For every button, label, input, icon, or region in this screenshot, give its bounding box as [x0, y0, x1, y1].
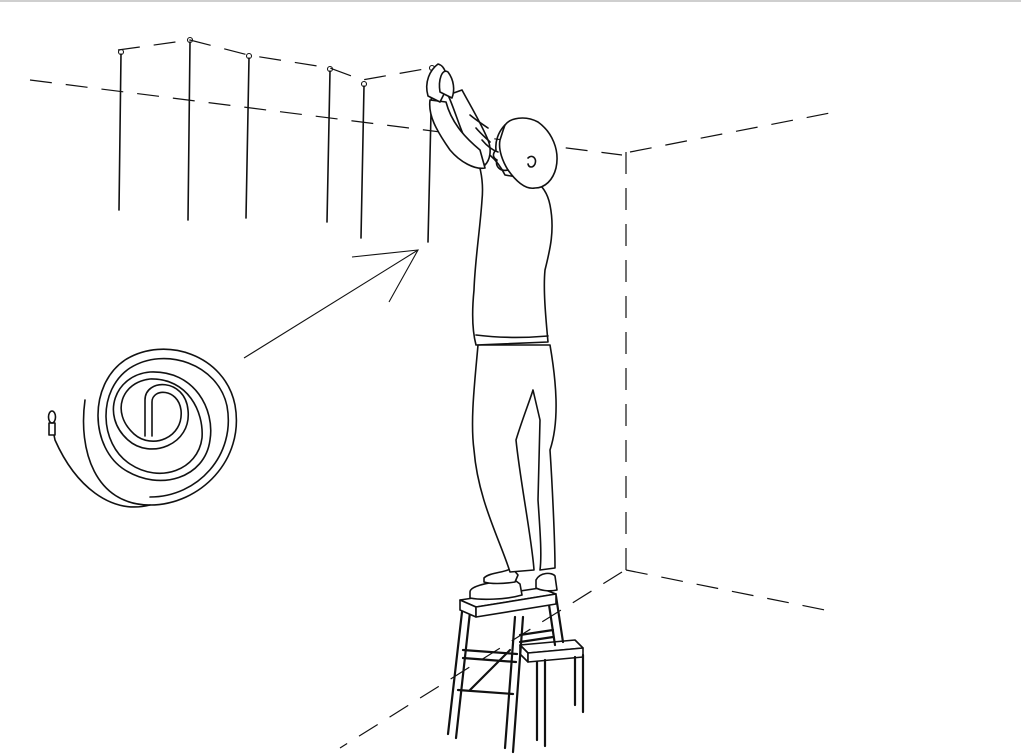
cable-ferrule	[49, 423, 55, 435]
hanging-cable	[188, 38, 193, 221]
legs	[473, 345, 557, 572]
hanging-cable	[119, 50, 124, 211]
step-stool	[448, 588, 583, 752]
ceiling-line-right	[630, 112, 835, 152]
back-shoe	[536, 573, 557, 590]
room-edges	[30, 40, 835, 748]
hanging-cables	[119, 38, 435, 243]
detail-callout-arrow	[244, 250, 418, 358]
hanging-cable	[361, 82, 367, 239]
hanging-cable	[246, 54, 252, 219]
coiled-cable-detail	[49, 349, 237, 507]
hanging-cable	[327, 67, 333, 223]
cable-end-loop	[49, 411, 56, 423]
ceiling-rail-line	[118, 40, 430, 80]
floor-line-right	[626, 570, 835, 612]
person-on-step-stool	[427, 64, 557, 599]
